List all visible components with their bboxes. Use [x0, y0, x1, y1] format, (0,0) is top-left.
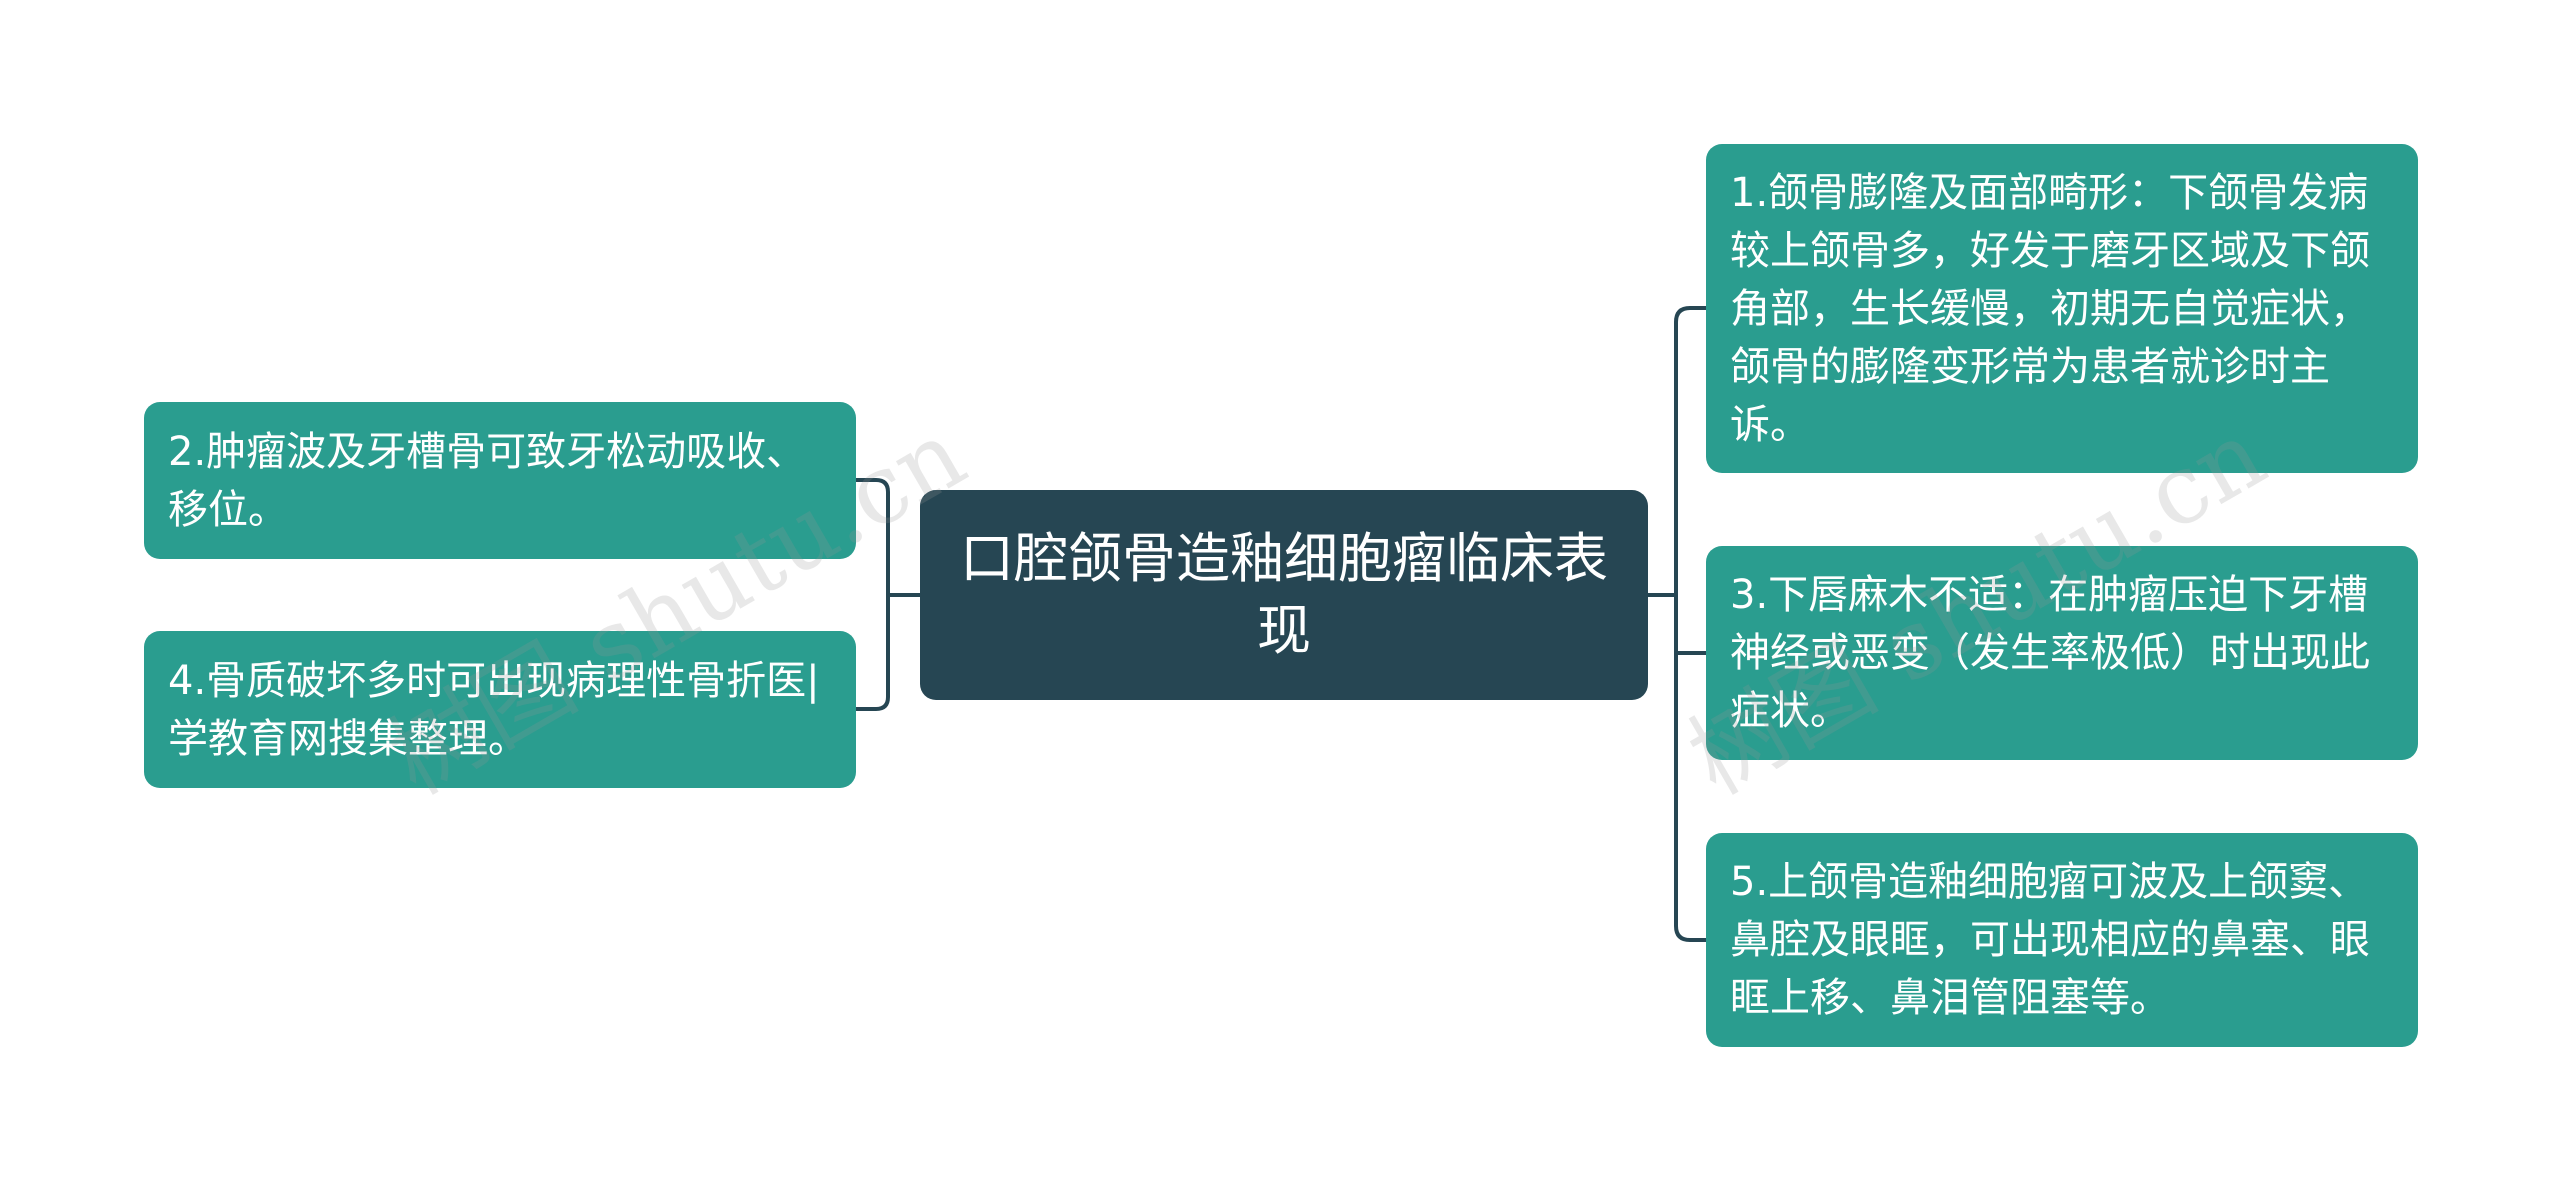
branch-topic-4-label: 4.骨质破坏多时可出现病理性骨折医|学教育网搜集整理。 — [168, 657, 820, 762]
branch-topic-4[interactable]: 4.骨质破坏多时可出现病理性骨折医|学教育网搜集整理。 — [144, 631, 856, 788]
branch-topic-1[interactable]: 1.颌骨膨隆及面部畸形：下颌骨发病较上颌骨多，好发于磨牙区域及下颌角部，生长缓慢… — [1706, 144, 2418, 473]
branch-topic-3-label: 3.下唇麻木不适：在肿瘤压迫下牙槽神经或恶变（发生率极低）时出现此症状。 — [1730, 572, 2370, 734]
branch-topic-2-label: 2.肿瘤波及牙槽骨可致牙松动吸收、移位。 — [168, 428, 807, 533]
branch-topic-3[interactable]: 3.下唇麻木不适：在肿瘤压迫下牙槽神经或恶变（发生率极低）时出现此症状。 — [1706, 546, 2418, 760]
connector-left-bracket — [854, 478, 890, 711]
branch-topic-2[interactable]: 2.肿瘤波及牙槽骨可致牙松动吸收、移位。 — [144, 402, 856, 559]
connector-right-bracket — [1674, 306, 1708, 942]
branch-topic-5[interactable]: 5.上颌骨造釉细胞瘤可波及上颌窦、鼻腔及眼眶，可出现相应的鼻塞、眼眶上移、鼻泪管… — [1706, 833, 2418, 1047]
root-topic-label: 口腔颌骨造釉细胞瘤临床表现 — [960, 527, 1608, 662]
branch-topic-1-label: 1.颌骨膨隆及面部畸形：下颌骨发病较上颌骨多，好发于磨牙区域及下颌角部，生长缓慢… — [1730, 169, 2370, 448]
root-topic[interactable]: 口腔颌骨造釉细胞瘤临床表现 — [920, 490, 1648, 700]
branch-topic-5-label: 5.上颌骨造釉细胞瘤可波及上颌窦、鼻腔及眼眶，可出现相应的鼻塞、眼眶上移、鼻泪管… — [1730, 859, 2370, 1021]
